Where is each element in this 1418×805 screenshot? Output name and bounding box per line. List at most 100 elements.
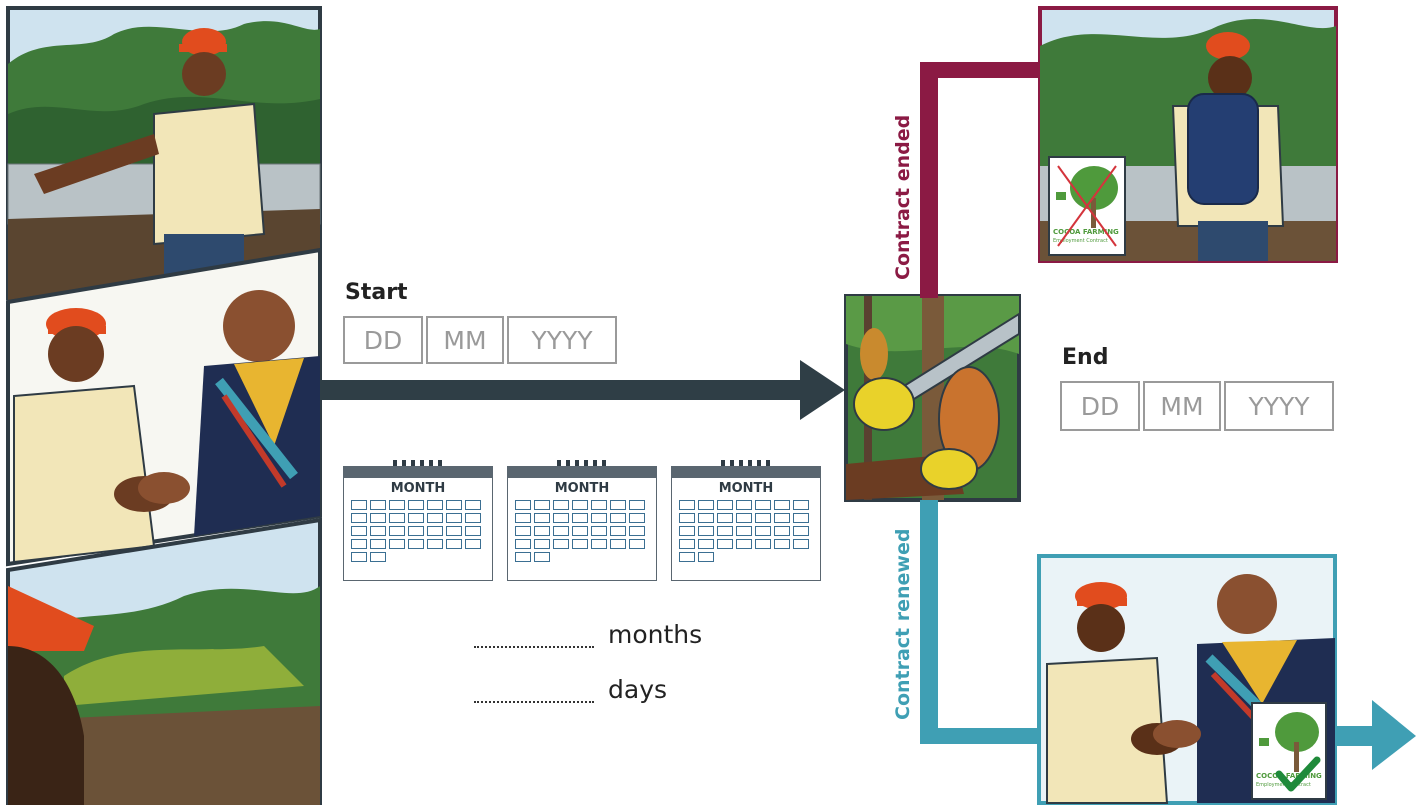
calendar-day-cell <box>465 526 481 536</box>
calendar-day-cell <box>572 526 588 536</box>
calendar-day-cell <box>446 500 462 510</box>
calendar-day-cell <box>698 526 714 536</box>
calendar-day-cell <box>351 539 367 549</box>
calendar-day-cell <box>389 539 405 549</box>
calendar-day-cell <box>427 526 443 536</box>
calendar-day-cell <box>465 513 481 523</box>
calendar-day-cell <box>534 552 550 562</box>
calendar-day-cell <box>774 539 790 549</box>
contract-ended-label: Contract ended <box>892 114 914 280</box>
calendar-title: MONTH <box>554 481 610 496</box>
calendar-day-cell <box>736 526 752 536</box>
calendar-day-cell <box>698 513 714 523</box>
calendar-day-cell <box>370 552 386 562</box>
calendar-day-cell <box>572 539 588 549</box>
calendar-day-cell <box>515 500 531 510</box>
calendar-rings-icon <box>557 460 606 470</box>
calendar-day-cell <box>629 539 645 549</box>
renewed-branch-connector <box>920 500 1416 770</box>
start-month-field[interactable]: MM <box>426 316 504 364</box>
calendar-day-cell <box>389 513 405 523</box>
calendar-day-cell <box>717 539 733 549</box>
calendar-month-2: MONTH <box>507 460 657 582</box>
calendar-day-cell <box>389 500 405 510</box>
calendar-day-cell <box>610 500 626 510</box>
handshake-illustration <box>6 247 322 567</box>
calendar-day-cell <box>793 539 809 549</box>
calendar-day-cell <box>717 500 733 510</box>
days-blank-line[interactable] <box>474 701 594 703</box>
calendar-day-cell <box>736 539 752 549</box>
calendar-day-cell <box>774 513 790 523</box>
calendar-day-cell <box>446 526 462 536</box>
calendar-day-cell <box>629 500 645 510</box>
calendar-day-cell <box>465 500 481 510</box>
panel-renewal: COCOA FARMING Employment Contract <box>1037 554 1337 805</box>
panel-harvest <box>844 294 1021 502</box>
end-month-field[interactable]: MM <box>1143 381 1221 431</box>
start-year-field[interactable]: YYYY <box>507 316 617 364</box>
panel-farm <box>4 516 322 805</box>
end-year-field[interactable]: YYYY <box>1224 381 1334 431</box>
checkmark-icon <box>1275 756 1321 792</box>
calendar-day-cell <box>679 552 695 562</box>
end-day-field[interactable]: DD <box>1060 381 1140 431</box>
document-subtitle: Employment Contract <box>1053 238 1108 244</box>
calendar-day-cell <box>351 513 367 523</box>
calendar-day-cell <box>591 539 607 549</box>
document-title: COCOA FARMING <box>1256 772 1322 780</box>
calendar-day-cell <box>736 513 752 523</box>
panel-agreement <box>4 246 322 568</box>
months-blank-line[interactable] <box>474 646 594 648</box>
document-title: COCOA FARMING <box>1053 228 1119 236</box>
calendar-day-cell <box>408 526 424 536</box>
calendar-day-cell <box>534 513 550 523</box>
calendar-day-cell <box>534 500 550 510</box>
calendar-day-cell <box>755 500 771 510</box>
calendar-day-cell <box>370 539 386 549</box>
calendar-day-cell <box>736 500 752 510</box>
departure-illustration <box>1038 6 1338 263</box>
calendar-day-cell <box>553 513 569 523</box>
calendar-title: MONTH <box>718 481 774 496</box>
document-subtitle: Employment Contract <box>1256 782 1311 788</box>
calendar-day-cell <box>629 513 645 523</box>
calendar-day-cell <box>515 526 531 536</box>
calendar-day-cell <box>572 513 588 523</box>
calendar-day-cell <box>389 526 405 536</box>
calendar-day-cell <box>698 539 714 549</box>
harvest-illustration <box>844 294 1021 502</box>
calendar-day-cell <box>679 500 695 510</box>
calendar-day-cell <box>679 526 695 536</box>
calendar-day-cell <box>408 500 424 510</box>
calendar-title: MONTH <box>390 481 446 496</box>
calendar-day-cell <box>572 500 588 510</box>
calendar-day-cell <box>591 500 607 510</box>
calendar-month-1: MONTH <box>343 460 493 582</box>
start-day-field[interactable]: DD <box>343 316 423 364</box>
calendar-day-cell <box>679 513 695 523</box>
calendar-day-cell <box>465 539 481 549</box>
calendar-day-cell <box>793 500 809 510</box>
calendar-day-cell <box>553 500 569 510</box>
calendar-day-cell <box>793 513 809 523</box>
calendar-month-3: MONTH <box>671 460 821 582</box>
days-unit-label: days <box>608 675 668 704</box>
calendar-rings-icon <box>721 460 770 470</box>
calendar-day-cell <box>515 552 531 562</box>
calendar-day-cell <box>610 513 626 523</box>
panel-departure: COCOA FARMING Employment Contract <box>1038 6 1338 263</box>
calendar-day-cell <box>553 539 569 549</box>
calendar-day-cell <box>446 539 462 549</box>
arrival-illustration <box>6 6 322 300</box>
calendar-day-cell <box>370 500 386 510</box>
calendar-day-cell <box>446 513 462 523</box>
calendar-day-cell <box>755 526 771 536</box>
calendar-day-cell <box>370 513 386 523</box>
calendar-day-cell <box>408 513 424 523</box>
calendar-day-cell <box>610 539 626 549</box>
calendar-day-cell <box>610 526 626 536</box>
calendar-day-cell <box>755 539 771 549</box>
timeline-arrow <box>320 360 845 420</box>
cancelled-contract-document: COCOA FARMING Employment Contract <box>1048 156 1126 256</box>
